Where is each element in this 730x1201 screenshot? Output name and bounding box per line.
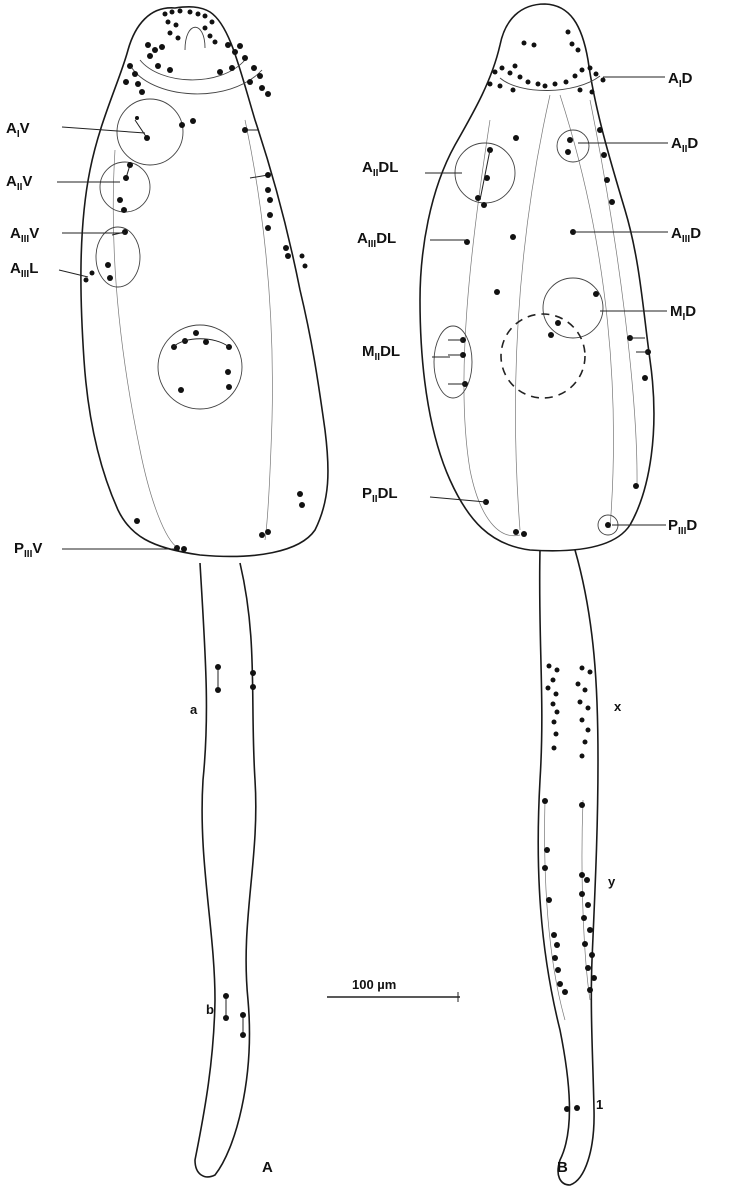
tail-label-x: x xyxy=(614,699,622,714)
circle-m2dl xyxy=(434,326,472,398)
scale-bar: 100 µm xyxy=(327,977,460,1002)
label-a1d: AID xyxy=(668,70,693,90)
label-p2dl: PIIDL xyxy=(362,485,398,505)
body-outline-a xyxy=(81,7,328,557)
ventral-sucker-outline-b xyxy=(501,314,585,398)
label-a2v: AIIV xyxy=(6,173,32,193)
label-a3l: AIIIL xyxy=(10,260,38,280)
scale-bar-label: 100 µm xyxy=(352,977,396,992)
tail-label-a: a xyxy=(190,702,198,717)
label-p3v: PIIIV xyxy=(14,540,42,560)
circle-a2v xyxy=(100,162,150,212)
circle-a3v xyxy=(96,227,140,287)
ventral-sucker-a xyxy=(158,325,242,409)
figure-a xyxy=(57,7,328,1177)
label-a2d: AIID xyxy=(671,135,698,155)
labels-b: AID AIIDL AIID AIIIDL AIIID MID MIIDL PI… xyxy=(357,70,701,1176)
label-a1v: AIV xyxy=(6,120,30,140)
label-m2dl: MIIDL xyxy=(362,343,400,363)
tail-label-1: 1 xyxy=(596,1097,603,1112)
tail-label-b: b xyxy=(206,1002,214,1017)
label-m1d: MID xyxy=(670,303,696,323)
anterior-papillae-a xyxy=(123,9,271,98)
label-p3d: PIIID xyxy=(668,517,697,537)
circle-m1d xyxy=(543,278,603,338)
papillae-tail-b xyxy=(542,664,597,1113)
label-a3d: AIIID xyxy=(671,225,701,245)
tail-outline-a xyxy=(195,563,256,1177)
label-a3dl: AIIIDL xyxy=(357,230,396,250)
circle-a2d xyxy=(557,130,589,162)
tail-label-y: y xyxy=(608,874,616,889)
panel-label-a: A xyxy=(262,1159,273,1176)
label-a2dl: AIIDL xyxy=(362,159,398,179)
figure-b xyxy=(420,4,668,1185)
label-a3v: AIIIV xyxy=(10,225,39,245)
labels-a: AIV AIIV AIIIV AIIIL PIIIV a b A xyxy=(6,120,273,1176)
panel-label-b: B xyxy=(557,1159,568,1176)
